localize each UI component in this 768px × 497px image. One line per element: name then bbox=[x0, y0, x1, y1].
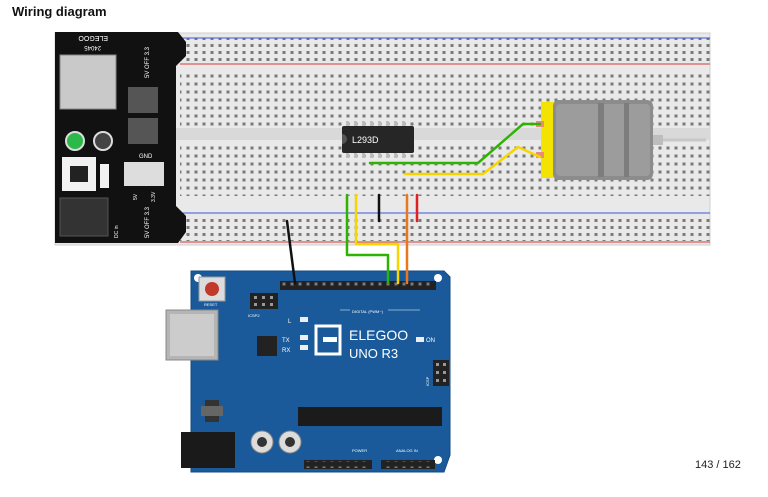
power-module-brand: ELEGOO bbox=[78, 34, 108, 41]
arduino-model: UNO R3 bbox=[349, 346, 398, 361]
wire-yellow-pin bbox=[354, 193, 400, 285]
l293d-chip: L293D bbox=[342, 121, 414, 158]
usb-port bbox=[59, 54, 117, 110]
power-module-model: 24045 bbox=[84, 44, 101, 50]
led-rx-label: RX bbox=[282, 348, 290, 354]
dc-in-label: DC in bbox=[114, 225, 120, 238]
power-rail-bottom bbox=[180, 215, 710, 241]
dc-jack bbox=[59, 197, 109, 237]
dc-motor bbox=[536, 100, 706, 180]
reset-label: RESET bbox=[204, 302, 218, 307]
dc-barrel-jack bbox=[181, 432, 235, 468]
power-button bbox=[93, 131, 113, 151]
switch-lever bbox=[100, 164, 109, 188]
page-number: 143 / 162 bbox=[695, 459, 741, 471]
arduino-brand: ELEGOO bbox=[349, 327, 408, 343]
power-supply-module: ELEGOO 24045 5V OFF 3.3 5V OFF 3.3 GND 5… bbox=[55, 32, 186, 243]
digital-label: DIGITAL (PWM~) bbox=[352, 309, 384, 314]
power-label: POWER bbox=[352, 448, 367, 453]
wire-black-gnd bbox=[285, 219, 297, 285]
gnd-label: GND bbox=[139, 154, 153, 160]
icsp2-label: ICSP2 bbox=[248, 313, 260, 318]
on-label: ON bbox=[426, 338, 435, 344]
voltage-label-top: 5V OFF 3.3 bbox=[145, 46, 151, 78]
arduino-uno-board: RESET ICSP2 DIGITAL (PWM~) L TX RX ELEGO… bbox=[165, 270, 451, 473]
power-led bbox=[65, 131, 85, 151]
digital-header-pins bbox=[282, 282, 434, 289]
analog-label: ANALOG IN bbox=[396, 448, 418, 453]
page-title: Wiring diagram bbox=[12, 4, 107, 19]
elegoo-logo bbox=[314, 324, 342, 356]
icsp-header bbox=[433, 360, 449, 386]
voltage-label-bottom: 5V OFF 3.3 bbox=[145, 206, 151, 238]
ic-label: L293D bbox=[352, 135, 379, 145]
wire-green-pin bbox=[345, 193, 390, 285]
usb-chip bbox=[257, 336, 277, 356]
pin-3v3-label: 3.3V bbox=[151, 191, 157, 202]
led-l-label: L bbox=[288, 319, 292, 325]
power-rail-top bbox=[180, 38, 710, 64]
led-tx-label: TX bbox=[282, 338, 290, 344]
pin-5v-label: 5V bbox=[133, 193, 139, 200]
wires bbox=[285, 122, 542, 285]
icsp2-header bbox=[250, 293, 278, 309]
atmega-chip bbox=[298, 407, 442, 426]
wire-green-motor bbox=[368, 122, 542, 165]
icsp-label: ICSP bbox=[425, 376, 430, 386]
wire-yellow-motor bbox=[403, 145, 542, 176]
